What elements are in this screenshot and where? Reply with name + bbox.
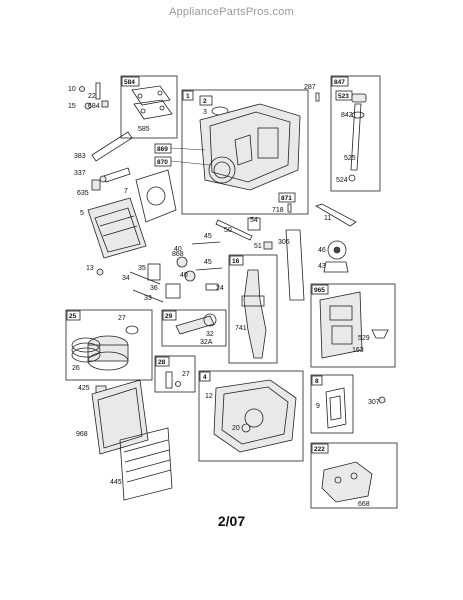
label-871: 871 xyxy=(281,195,292,202)
label-2: 2 xyxy=(203,98,207,105)
group-28-piston-pin[interactable]: 28 27 xyxy=(154,355,196,393)
group-25-piston[interactable]: 25 27 26 xyxy=(65,309,153,381)
label-383: 383 xyxy=(74,153,86,160)
label-35: 35 xyxy=(138,265,146,272)
bolt-parts-top-left: 10 22 15 684 xyxy=(68,82,109,110)
group-4-tag: 4 xyxy=(203,374,207,381)
governor-parts: 54 51 50 306 11 46 43 xyxy=(215,203,357,301)
group-222-bracket[interactable]: 222 668 xyxy=(310,442,398,509)
group-25-tag: 25 xyxy=(69,313,77,320)
label-15: 15 xyxy=(68,103,76,110)
plug-307 xyxy=(378,396,386,404)
label-26: 26 xyxy=(72,365,80,372)
label-13: 13 xyxy=(86,265,94,272)
label-10: 10 xyxy=(68,86,76,93)
air-cleaner-parts: 425 968 445 xyxy=(76,379,173,501)
label-968: 968 xyxy=(76,431,88,438)
label-287: 287 xyxy=(304,84,316,91)
label-51: 51 xyxy=(254,243,262,250)
label-43: 43 xyxy=(318,263,326,270)
label-32a: 32A xyxy=(200,339,213,346)
label-585: 585 xyxy=(138,126,150,133)
label-868: 868 xyxy=(172,251,184,258)
label-425: 425 xyxy=(78,385,90,392)
group-847-tag: 847 xyxy=(334,79,345,86)
label-7: 7 xyxy=(124,188,128,195)
label-40-a: 40 xyxy=(174,246,182,253)
label-869: 869 xyxy=(157,146,168,153)
label-684: 684 xyxy=(88,103,100,110)
label-54: 54 xyxy=(250,217,258,224)
group-222-tag: 222 xyxy=(314,446,325,453)
label-307: 307 xyxy=(368,399,380,406)
group-584[interactable]: 584 585 xyxy=(120,75,178,139)
label-5: 5 xyxy=(80,210,84,217)
group-847-dipstick[interactable]: 847 523 842 525 524 xyxy=(330,75,381,192)
label-50: 50 xyxy=(224,227,232,234)
label-20: 20 xyxy=(232,425,240,432)
label-525: 525 xyxy=(344,155,356,162)
group-965-tag: 965 xyxy=(314,287,325,294)
label-718: 718 xyxy=(272,207,284,214)
label-523: 523 xyxy=(338,93,349,100)
label-870: 870 xyxy=(157,159,168,166)
label-22: 22 xyxy=(88,93,96,100)
label-337: 337 xyxy=(74,170,86,177)
plug-287 xyxy=(315,92,320,102)
label-668: 668 xyxy=(358,501,370,508)
label-46: 46 xyxy=(318,247,326,254)
label-11: 11 xyxy=(324,215,331,222)
label-33: 33 xyxy=(144,295,152,302)
label-27-pin: 27 xyxy=(182,371,190,378)
valve-train-parts: 13 34 35 36 33 868 40 40 45 45 24 xyxy=(86,233,224,303)
label-45-b: 45 xyxy=(204,259,212,266)
label-40-b: 40 xyxy=(180,272,188,279)
group-584-tag: 584 xyxy=(124,79,135,86)
label-27-piston: 27 xyxy=(118,315,126,322)
label-36: 36 xyxy=(150,285,158,292)
page-footer: 2/07 xyxy=(217,513,246,529)
group-16-tag: 16 xyxy=(232,258,240,265)
group-29-tag: 29 xyxy=(165,313,173,320)
label-32: 32 xyxy=(206,331,214,338)
label-445: 445 xyxy=(110,479,122,486)
head-assembly-parts: 383 337 635 7 5 xyxy=(74,131,177,259)
label-34: 34 xyxy=(122,275,130,282)
label-306: 306 xyxy=(278,239,290,246)
group-4-sump[interactable]: 4 12 20 xyxy=(198,370,304,462)
group-29-connecting-rod[interactable]: 29 32 32A xyxy=(161,309,227,347)
label-163: 163 xyxy=(352,347,364,354)
group-28-tag: 28 xyxy=(158,359,166,366)
group-965-breather[interactable]: 965 529 163 xyxy=(310,283,396,368)
group-1-crankcase[interactable]: 1 2 3 869 870 871 718 xyxy=(154,89,309,215)
watermark: AppliancePartsPros.com xyxy=(169,6,294,18)
label-529: 529 xyxy=(358,335,370,342)
label-3: 3 xyxy=(203,109,207,116)
group-16-crankshaft[interactable]: 16 741 xyxy=(228,254,278,364)
label-741: 741 xyxy=(235,325,247,332)
label-9: 9 xyxy=(316,403,320,410)
label-635: 635 xyxy=(77,190,89,197)
label-842: 842 xyxy=(341,112,353,119)
label-24: 24 xyxy=(216,285,224,292)
group-1-tag: 1 xyxy=(186,93,190,100)
label-45-a: 45 xyxy=(204,233,212,240)
group-8-tag: 8 xyxy=(315,378,319,385)
label-12: 12 xyxy=(205,393,213,400)
label-524: 524 xyxy=(336,177,348,184)
group-8-gasket[interactable]: 8 9 xyxy=(310,374,354,434)
